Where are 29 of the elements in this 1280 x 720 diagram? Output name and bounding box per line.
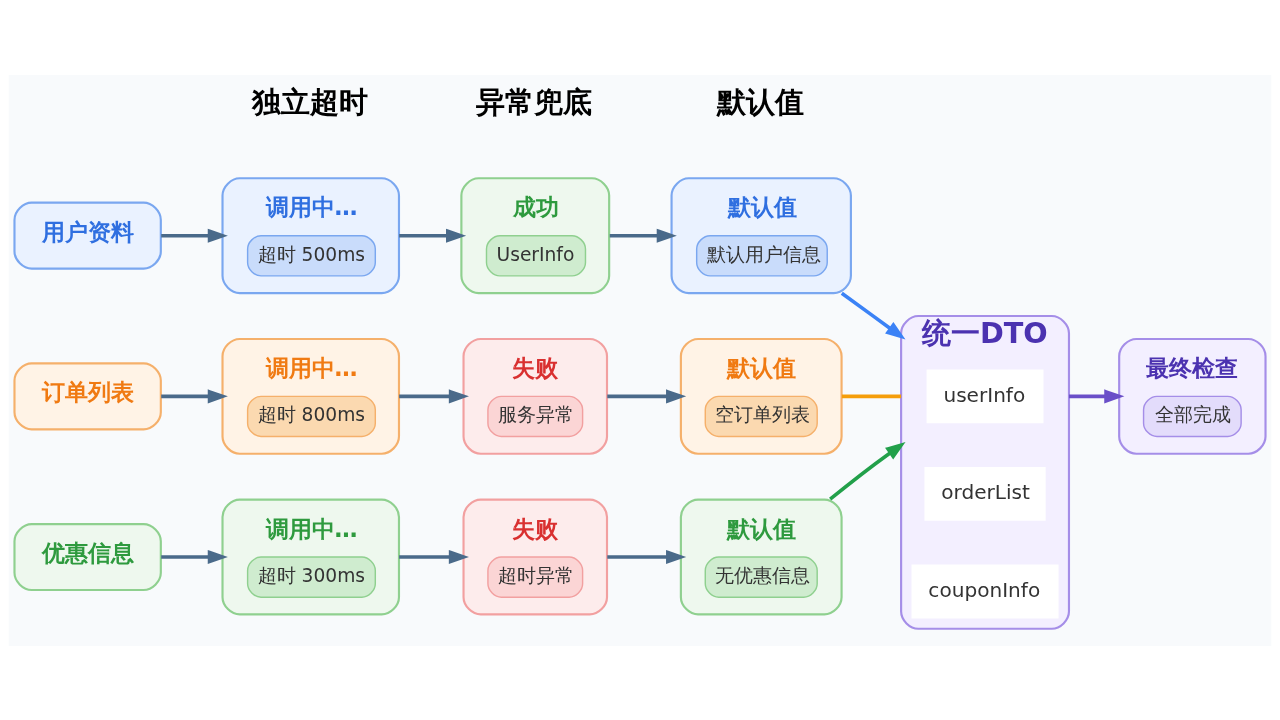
arrow [161, 228, 228, 243]
node-box: 默认值 空订单列表 [679, 337, 843, 455]
arrow [607, 388, 687, 403]
node-box: 默认值 无优惠信息 [679, 498, 843, 615]
node-box: 默认值 默认用户信息 [670, 176, 852, 294]
arrow [161, 549, 228, 564]
arrow [840, 291, 906, 340]
node-box: 用户资料 [13, 201, 162, 270]
arrow [399, 228, 467, 243]
node-box: 失败 服务异常 [462, 337, 609, 455]
node-box: 失败 超时异常 [462, 498, 609, 615]
label: 独立超时 [251, 84, 368, 119]
node-box: 调用中… 超时 800ms [221, 337, 401, 455]
node-box: 调用中… 超时 500ms [221, 176, 401, 294]
arrow [399, 388, 469, 403]
node-box: 最终检查 全部完成 [1118, 337, 1267, 455]
connector [841, 394, 902, 398]
arrow [161, 388, 228, 403]
arrow [607, 549, 687, 564]
label: 异常兜底 [476, 84, 593, 119]
arrow [829, 441, 906, 501]
node-box: 成功 UserInfo [460, 176, 611, 294]
arrow [399, 549, 469, 564]
node-box: 订单列表 [13, 361, 162, 430]
node-box: 调用中… 超时 300ms [221, 498, 401, 615]
arrow [1068, 388, 1125, 403]
label: 默认值 [717, 84, 805, 119]
arrow [609, 228, 677, 243]
node-box: 优惠信息 [13, 522, 162, 591]
